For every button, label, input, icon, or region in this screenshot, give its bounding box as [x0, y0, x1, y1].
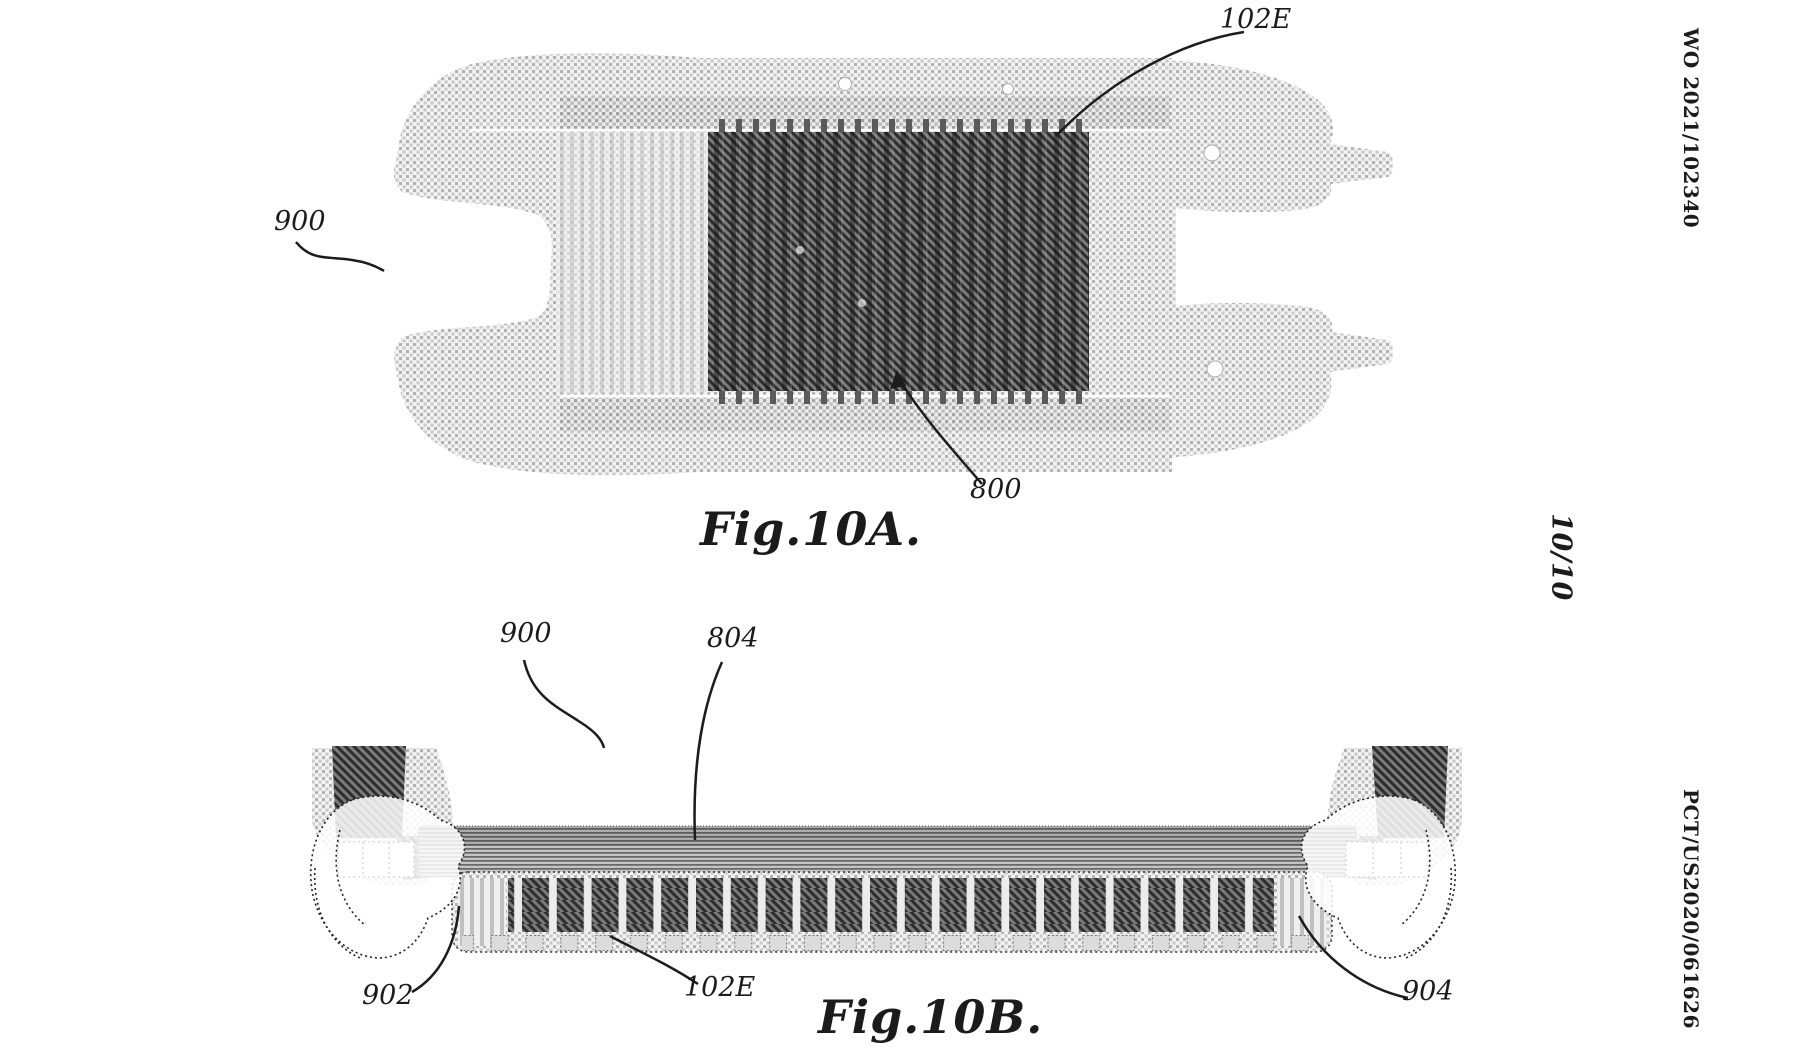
- deck-hole: [1206, 360, 1224, 378]
- wheel-left-arc: [335, 829, 366, 926]
- ref-label-102e-a: 102E: [1220, 4, 1292, 35]
- ref-label-900-b: 900: [500, 618, 552, 649]
- tray-teeth: [462, 934, 1324, 951]
- battery-comb-bottom: [708, 391, 1089, 404]
- leader-804: [693, 661, 724, 841]
- battery-array-stripes: [708, 132, 1089, 391]
- cross-member: [417, 825, 1358, 878]
- leader-102e-a: [1055, 30, 1245, 137]
- deck-hole: [838, 77, 852, 91]
- publication-number: WO 2021/102340: [1679, 27, 1703, 229]
- wheel-right: [1300, 795, 1456, 959]
- wheel-left: [310, 795, 466, 959]
- battery-comb-top: [708, 119, 1089, 132]
- leader-800-arrowhead: [890, 370, 906, 389]
- leader-902: [411, 905, 461, 994]
- application-number: PCT/US2020/061626: [1679, 789, 1703, 1029]
- fig10b-caption: Fig.10B.: [818, 990, 1044, 1044]
- wheel-left-arc: [313, 867, 361, 959]
- leader-904: [1297, 915, 1409, 1000]
- fig10a-caption: Fig.10A.: [700, 502, 923, 556]
- battery-hole: [858, 299, 866, 307]
- wheel-right-arc: [1405, 867, 1453, 959]
- leader-102e-b: [609, 934, 699, 986]
- ref-label-900-a: 900: [274, 206, 326, 237]
- wheel-right-arc: [1400, 829, 1431, 926]
- fig10a-drawing: [295, 30, 1393, 485]
- sheet-indicator: 10/10: [1545, 513, 1577, 601]
- fig10b-drawing: [310, 659, 1462, 1000]
- fig10a-chassis-right: [1160, 60, 1393, 458]
- ref-label-904: 904: [1402, 976, 1454, 1007]
- cross-member-shade: [418, 826, 1357, 846]
- ref-label-800: 800: [970, 474, 1022, 505]
- leader-900-b: [522, 659, 606, 749]
- leader-800: [899, 381, 983, 485]
- battery-hole: [796, 246, 804, 254]
- deck-hole: [1002, 83, 1014, 95]
- battery-cells: [508, 878, 1274, 932]
- ref-label-902: 902: [362, 980, 414, 1011]
- deck-hole: [1203, 144, 1221, 162]
- ref-label-102e-b: 102E: [684, 972, 756, 1003]
- ref-label-804: 804: [707, 623, 759, 654]
- leader-900-a: [295, 241, 385, 273]
- fig10a-floor-stripes: [556, 132, 708, 394]
